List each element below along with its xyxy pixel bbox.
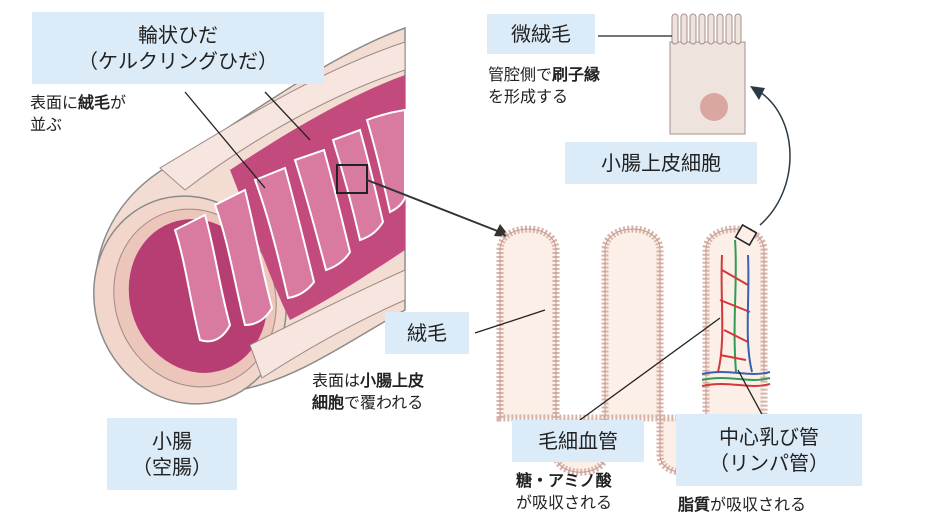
surface-villi-note: 表面に絨毛が 並ぶ [30, 92, 126, 136]
note-text: が [110, 93, 127, 112]
note-bold: 刷子縁 [552, 65, 601, 84]
lacteal-vessel [733, 239, 737, 373]
lipid-note: 脂質が吸収される [678, 494, 806, 516]
villus-label: 絨毛 [385, 312, 469, 354]
lacteal-subtitle: （リンパ管） [709, 451, 829, 475]
small-intestine-tube [93, 26, 406, 405]
circular-folds-label: 輪状ひだ （ケルクリングひだ） [32, 12, 324, 84]
epithelial-cell-label: 小腸上皮細胞 [565, 142, 757, 184]
lacteal-title: 中心乳び管 [719, 425, 819, 449]
circular-folds [173, 108, 406, 343]
note-text: が吸収される [710, 495, 807, 514]
villus-leader [474, 309, 546, 334]
villus-magnify-square [734, 223, 758, 247]
epithelial-cell [598, 13, 746, 135]
sugar-amino-note: 糖・アミノ酸 が吸収される [516, 470, 612, 514]
base-vessels [701, 371, 771, 375]
microvilli [671, 13, 742, 45]
note-bold: 小腸上皮 [360, 371, 425, 390]
small-intestine-title: 小腸 [152, 429, 192, 453]
capillary-label: 毛細血管 [512, 420, 644, 462]
fold-title-line2: （ケルクリングひだ） [78, 49, 278, 73]
wall-layer-top [159, 41, 406, 191]
note-text: 表面は [312, 371, 361, 390]
vein-vessel [746, 254, 753, 373]
microvilli-label: 微絨毛 [487, 14, 595, 54]
note-bold: 糖・アミノ酸 [516, 471, 612, 490]
villus-title: 絨毛 [407, 321, 447, 345]
villi [496, 223, 771, 476]
magnify-square [336, 164, 368, 194]
note-text: 表面に [30, 93, 79, 112]
villus-row-edge [499, 228, 765, 473]
cell-nucleus [700, 93, 728, 121]
capillary-title: 毛細血管 [538, 429, 618, 453]
lacteal-label: 中心乳び管 （リンパ管） [676, 414, 862, 486]
fold-leader-line [184, 91, 266, 189]
note-bold: 細胞 [312, 393, 345, 412]
note-text: 並ぶ [30, 115, 63, 134]
note-text: で覆われる [344, 393, 424, 412]
fold-title-line1: 輪状ひだ [138, 23, 218, 47]
surface-cells-note: 表面は小腸上皮 細胞で覆われる [312, 370, 424, 414]
wall-layer-bottom [249, 269, 406, 379]
note-text: を形成する [488, 87, 569, 106]
cell-body [669, 41, 746, 135]
epithelial-cell-title: 小腸上皮細胞 [601, 151, 721, 175]
small-intestine-subtitle: （空腸） [132, 455, 212, 479]
villus-vessels [701, 239, 771, 387]
fold-leader-line-2 [264, 91, 311, 141]
artery-vessel [717, 254, 751, 373]
brush-border-note: 管腔側で刷子縁 を形成する [488, 64, 600, 108]
microvilli-title: 微絨毛 [511, 22, 571, 46]
note-text: 管腔側で [488, 65, 553, 84]
note-bold: 脂質 [678, 495, 711, 514]
capillary-leader [579, 317, 721, 421]
cell-arrow [750, 86, 791, 226]
small-intestine-label: 小腸 （空腸） [107, 418, 237, 490]
note-bold: 絨毛 [78, 93, 111, 112]
note-text: が吸収される [516, 493, 613, 512]
lacteal-leader [737, 369, 766, 421]
